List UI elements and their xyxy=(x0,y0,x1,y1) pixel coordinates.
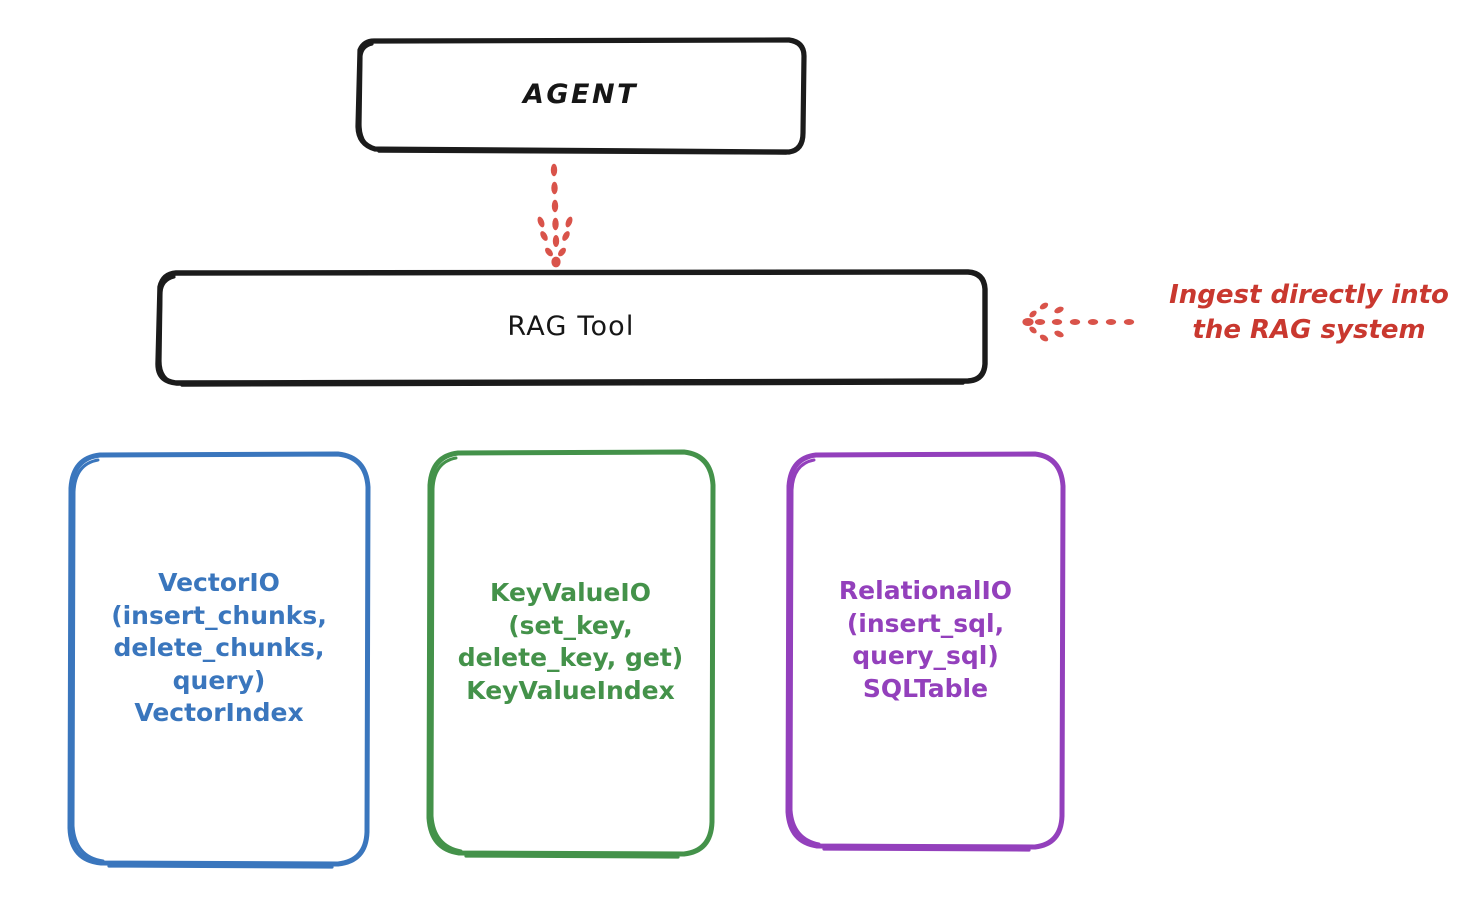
ingest-to-rag-arrow xyxy=(1022,302,1135,342)
rag-tool-node-label: RAG Tool xyxy=(507,311,635,343)
agent-box-outline xyxy=(355,37,807,155)
key-value-io-node-label: KeyValueIO (set_key, delete_key, get) Ke… xyxy=(428,545,713,708)
relational-io-api-label: RelationalIO (insert_sql, query_sql) xyxy=(838,576,1013,671)
relational-io-index-label: SQLTable xyxy=(862,673,989,703)
key-value-io-node[interactable]: KeyValueIO (set_key, delete_key, get) Ke… xyxy=(428,450,713,854)
vector-io-node-label: VectorIO (insert_chunks, delete_chunks, … xyxy=(70,535,368,730)
ingest-annotation-label: Ingest directly into the RAG system xyxy=(1169,280,1449,346)
agent-node[interactable]: AGENT xyxy=(357,39,804,152)
agent-node-label: AGENT xyxy=(522,79,638,111)
rag-tool-node[interactable]: RAG Tool xyxy=(156,271,986,384)
relational-io-box-outline xyxy=(785,451,1066,852)
vector-io-index-label: VectorIndex xyxy=(134,698,304,727)
vector-io-box-outline xyxy=(67,451,371,869)
relational-io-node[interactable]: RelationalIO (insert_sql, query_sql) SQL… xyxy=(788,452,1063,848)
key-value-io-index-label: KeyValueIndex xyxy=(466,675,675,705)
vector-io-node[interactable]: VectorIO (insert_chunks, delete_chunks, … xyxy=(70,452,368,864)
rag-tool-box-outline xyxy=(155,269,988,387)
vector-io-api-label: VectorIO (insert_chunks, delete_chunks, … xyxy=(111,568,327,695)
relational-io-node-label: RelationalIO (insert_sql, query_sql) SQL… xyxy=(788,543,1063,706)
agent-to-rag-arrow xyxy=(537,163,573,268)
key-value-io-api-label: KeyValueIO (set_key, delete_key, get) xyxy=(457,578,684,673)
key-value-io-box-outline xyxy=(426,449,716,859)
